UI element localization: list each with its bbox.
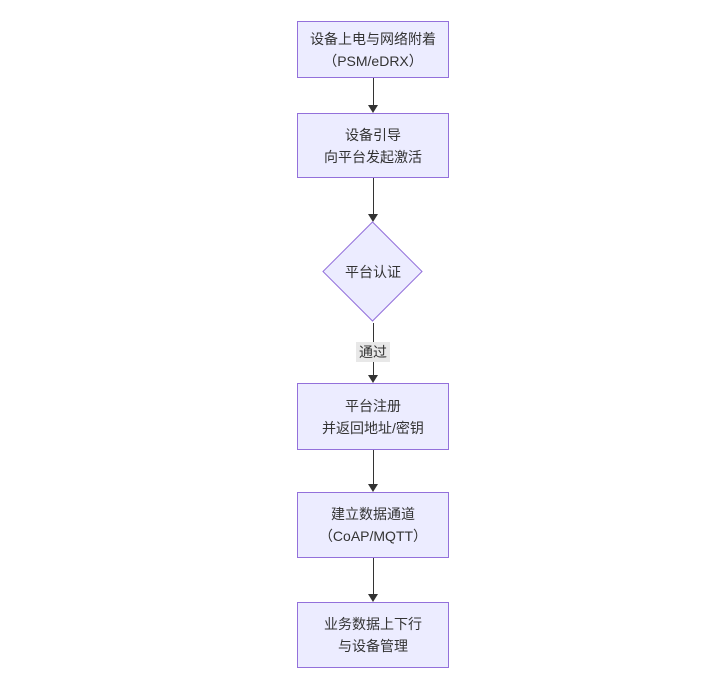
node-power-attach-line1: 设备上电与网络附着 (310, 30, 436, 47)
edge-line-2 (373, 178, 374, 215)
edge-line-4 (373, 450, 374, 485)
node-auth-label: 平台认证 (345, 264, 401, 280)
node-auth-decision: 平台认证 (322, 221, 424, 323)
edge-line-1 (373, 78, 374, 106)
node-register-line2: 并返回地址/密钥 (322, 419, 424, 436)
arrowhead-icon-2 (368, 214, 378, 222)
node-business-line1: 业务数据上下行 (324, 616, 422, 632)
edge-label-pass: 通过 (356, 342, 390, 362)
arrowhead-icon-3 (368, 375, 378, 383)
edge-line-5 (373, 558, 374, 595)
node-register: 平台注册 并返回地址/密钥 (297, 383, 449, 450)
node-power-attach: 设备上电与网络附着 （PSM/eDRX） (297, 21, 449, 78)
node-power-attach-line2: （PSM/eDRX） (323, 52, 423, 69)
arrowhead-icon-4 (368, 484, 378, 492)
node-bootstrap-line1: 设备引导 (345, 126, 401, 143)
node-register-line1: 平台注册 (345, 397, 401, 414)
arrowhead-icon-1 (368, 105, 378, 113)
node-channel-line1: 建立数据通道 (331, 506, 415, 522)
node-bootstrap: 设备引导 向平台发起激活 (297, 113, 449, 178)
node-business-line2: 与设备管理 (338, 638, 408, 654)
arrowhead-icon-5 (368, 594, 378, 602)
node-channel-line2: （CoAP/MQTT） (318, 528, 428, 544)
node-bootstrap-line2: 向平台发起激活 (324, 148, 422, 165)
node-business: 业务数据上下行 与设备管理 (297, 602, 449, 668)
node-channel: 建立数据通道 （CoAP/MQTT） (297, 492, 449, 558)
